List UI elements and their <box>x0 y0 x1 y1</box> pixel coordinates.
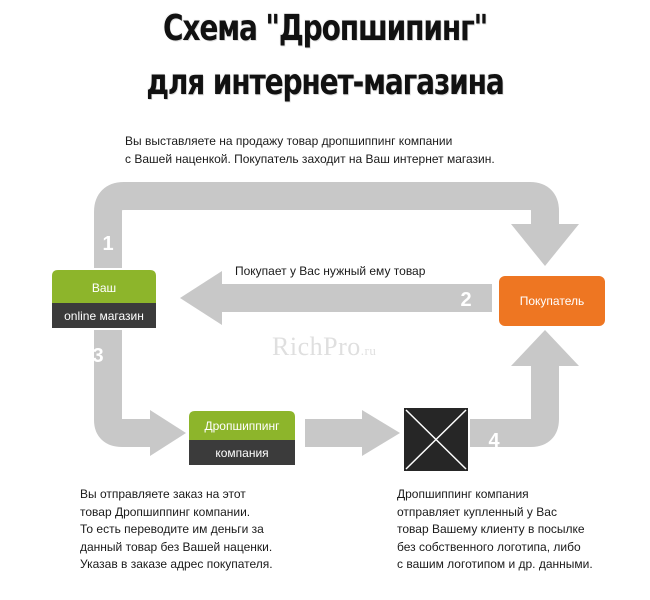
arrow-head-3 <box>150 410 186 456</box>
crossed-box-icon <box>404 408 468 471</box>
arrow-head-parcel <box>362 410 400 456</box>
step-number-2: 2 <box>460 289 471 311</box>
watermark-main: RichPro <box>272 332 361 361</box>
arrow-head-1 <box>511 224 579 266</box>
watermark: RichPro.ru <box>272 332 376 362</box>
arrow-head-4 <box>511 330 579 366</box>
dropship-box-subtitle: компания <box>215 446 268 460</box>
step-1-description: Вы выставляете на продажу товар дропшипп… <box>125 134 495 166</box>
title-line-2: для интернет-магазина <box>146 62 504 103</box>
arrow-step-4 <box>470 330 579 447</box>
title-line-1: Схема "Дропшипинг" <box>162 8 488 49</box>
step-number-4: 4 <box>488 430 500 452</box>
arrow-company-to-parcel <box>305 410 400 456</box>
step-number-1: 1 <box>102 233 113 255</box>
watermark-domain: .ru <box>360 343 377 358</box>
arrow-step-3 <box>94 330 186 456</box>
arrow-step-1 <box>94 182 579 268</box>
step-3-description: Вы отправляете заказ на этот товар Дропш… <box>80 487 273 571</box>
dropship-company-box: Дропшиппинг компания <box>189 411 295 465</box>
buyer-box-label: Покупатель <box>520 294 584 308</box>
shop-box-subtitle: online магазин <box>64 309 144 323</box>
shop-box: Ваш online магазин <box>52 270 156 328</box>
shop-box-title: Ваш <box>92 281 116 295</box>
step-2-description: Покупает у Вас нужный ему товар <box>235 264 426 278</box>
arrow-head-2 <box>180 271 222 325</box>
buyer-box: Покупатель <box>499 276 605 326</box>
step-4-description: Дропшиппинг компания отправляет купленны… <box>397 487 593 571</box>
dropship-box-title: Дропшиппинг <box>204 419 280 433</box>
step-number-3: 3 <box>92 345 103 367</box>
arrow-step-2 <box>180 271 492 325</box>
